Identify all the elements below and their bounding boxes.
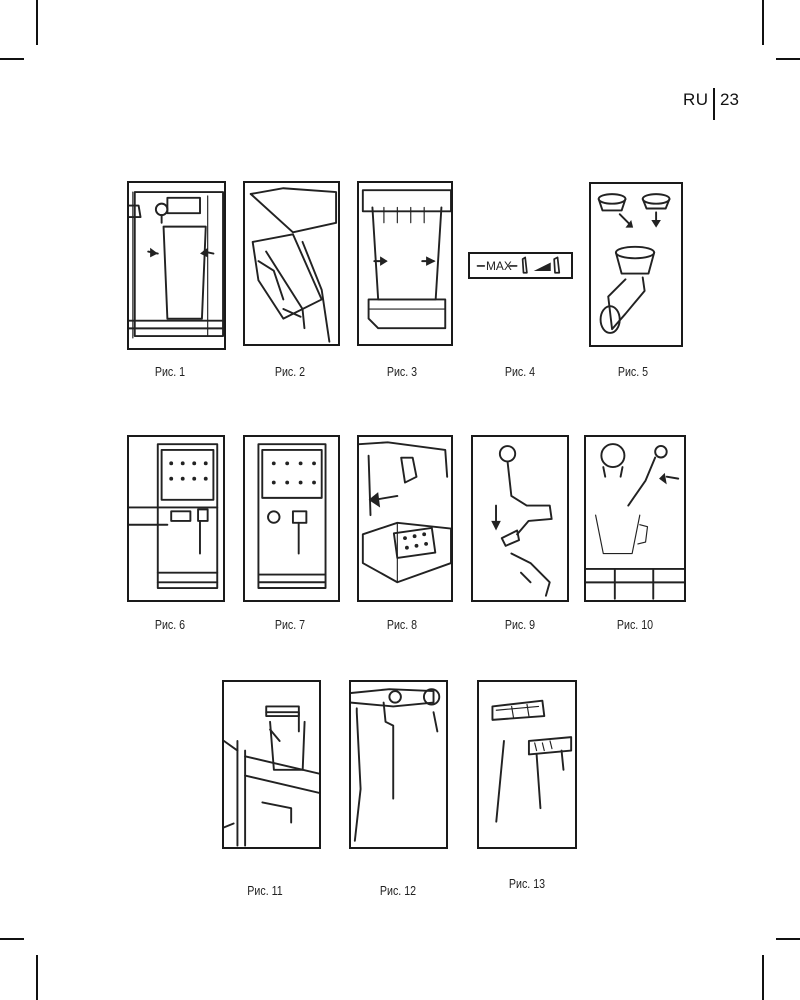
- figure-2-water-tank-removal: [243, 181, 340, 346]
- caption-figure-2: Рис. 2: [274, 364, 306, 379]
- caption-figure-5: Рис. 5: [617, 364, 649, 379]
- caption-figure-11: Рис. 11: [247, 883, 283, 898]
- crop-mark-bottom-left-v: [36, 955, 38, 1000]
- header-divider: [713, 88, 715, 120]
- caption-figure-12: Рис. 12: [379, 883, 417, 898]
- figure-8-drip-tray: [357, 435, 453, 602]
- caption-figure-8: Рис. 8: [386, 617, 418, 632]
- caption-figure-13: Рис. 13: [508, 876, 546, 891]
- figure-4-max-level-indicator: MAX: [468, 252, 573, 279]
- caption-figure-7: Рис. 7: [274, 617, 306, 632]
- caption-figure-6: Рис. 6: [154, 617, 186, 632]
- figure-11-steam-wand-cup: [222, 680, 321, 849]
- caption-figure-1: Рис. 1: [154, 364, 186, 379]
- page-header: RU 23: [0, 88, 800, 120]
- figure-9-portafilter-insert: [471, 435, 569, 602]
- figure-13-steam-wand-detail: [477, 680, 577, 849]
- caption-figure-3: Рис. 3: [386, 364, 418, 379]
- figure-3-tank-insertion: [357, 181, 453, 346]
- caption-figure-10: Рис. 10: [616, 617, 654, 632]
- crop-mark-top-right-v: [762, 0, 764, 45]
- caption-figure-4: Рис. 4: [504, 364, 536, 379]
- figure-1-machine-water-tank: [127, 181, 226, 350]
- page-number: 23: [720, 90, 739, 109]
- max-level-label: MAX: [486, 259, 512, 273]
- crop-mark-top-left-h: [0, 58, 24, 60]
- figure-5-filter-basket-portafilter: [589, 182, 683, 347]
- language-code: RU: [683, 90, 709, 109]
- caption-figure-9: Рис. 9: [504, 617, 536, 632]
- crop-mark-bottom-right-h: [776, 938, 800, 940]
- crop-mark-top-right-h: [776, 58, 800, 60]
- figure-7-machine-front-ready: [243, 435, 340, 602]
- figure-10-portafilter-lock: [584, 435, 686, 602]
- crop-mark-top-left-v: [36, 0, 38, 45]
- crop-mark-bottom-right-v: [762, 955, 764, 1000]
- crop-mark-bottom-left-h: [0, 938, 24, 940]
- figure-6-machine-front-panel: [127, 435, 225, 602]
- figure-12-steam-wand-cleaning: [349, 680, 448, 849]
